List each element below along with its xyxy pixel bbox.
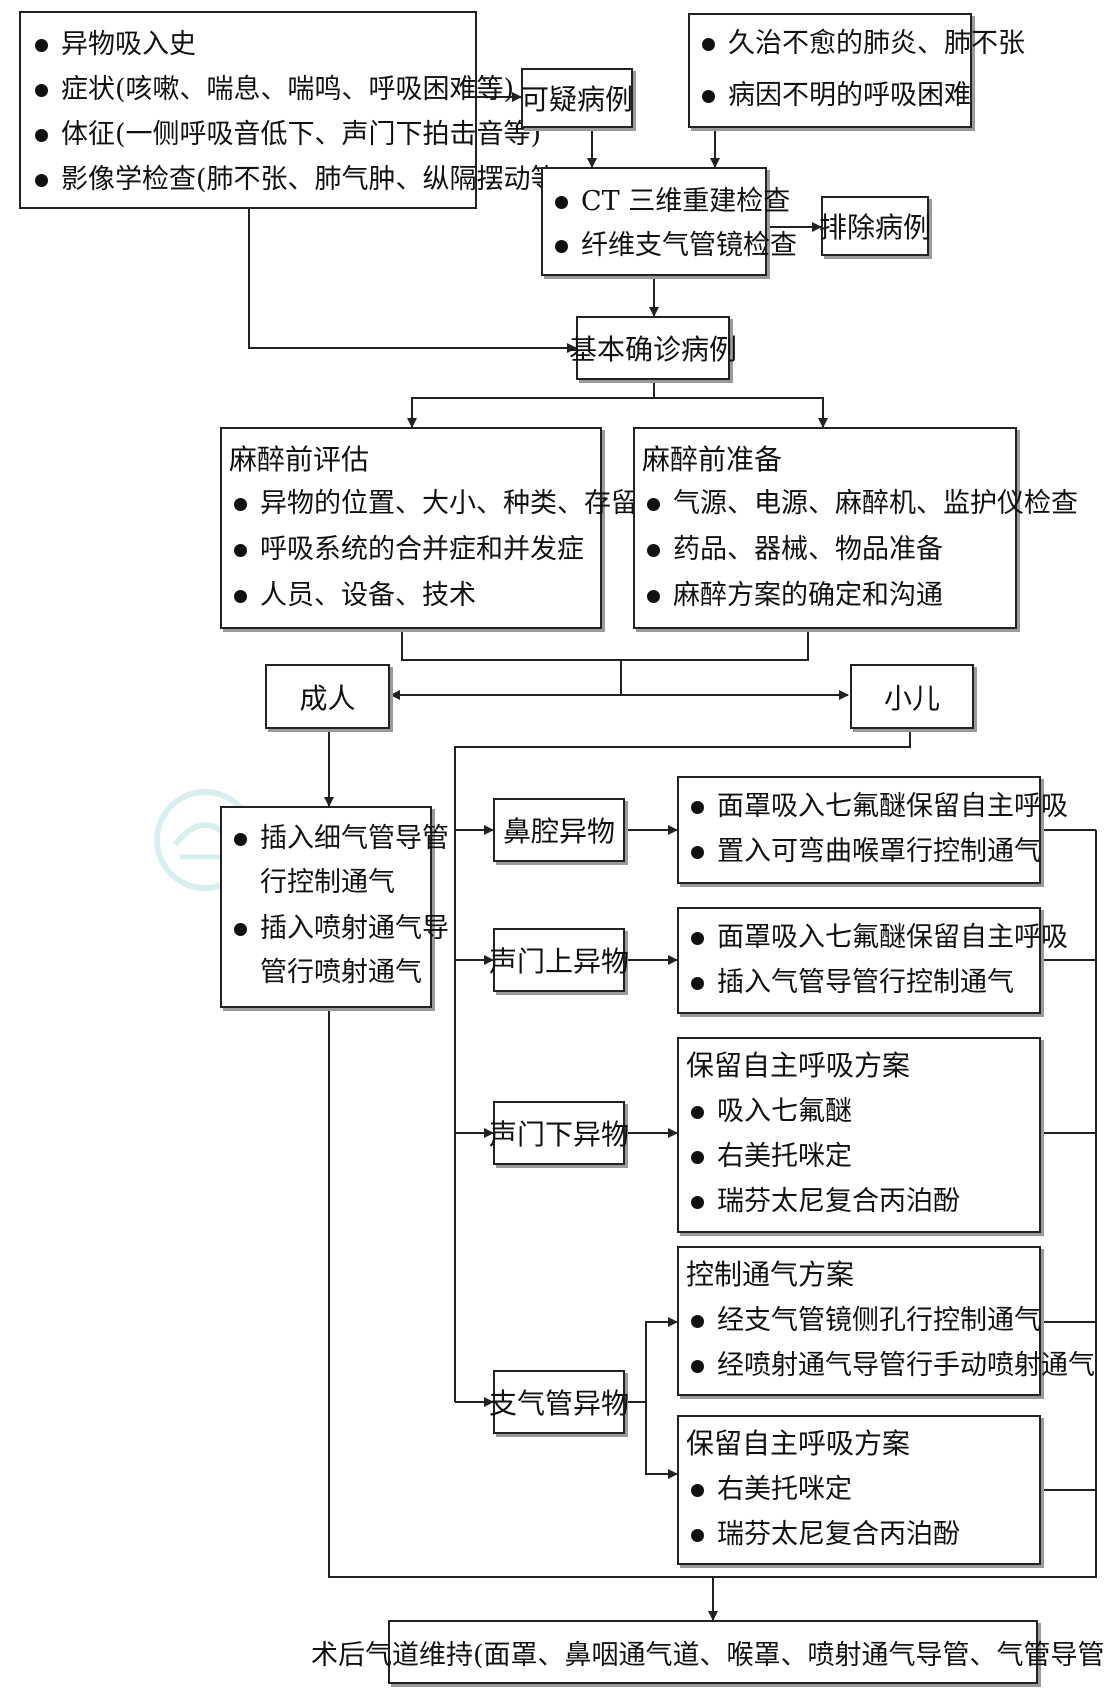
history-item: 影像学检查(肺不张、肺气肿、纵隔摆动等) [31,165,568,195]
supraglottic-plan-item: 插入气管导管行控制通气 [687,968,1014,998]
pre-preparation-title: 麻醉前准备 [642,443,783,476]
pre-assessment-item: 人员、设备、技术 [230,581,476,611]
subglottic-plan-item: 右美托咪定 [687,1142,852,1172]
spontaneous-breathing-item: 右美托咪定 [687,1475,852,1505]
bronchial-box: 支气管异物 [489,1370,629,1434]
pre-assessment-title: 麻醉前评估 [229,443,370,476]
subglottic-plan-item: 吸入七氟醚 [687,1097,852,1127]
pre-preparation-item: 气源、电源、麻醉机、监护仪检查 [643,489,1078,519]
spontaneous-breathing-title: 保留自主呼吸方案 [686,1427,911,1460]
subglottic-plan-title: 保留自主呼吸方案 [686,1049,911,1082]
exam-item: CT 三维重建检查 [551,187,790,217]
nasal-box: 鼻腔异物 [493,798,625,862]
nasal-plan-box: 面罩吸入七氟醚保留自主呼吸 置入可弯曲喉罩行控制通气 [677,776,1068,884]
supraglottic-plan-box: 面罩吸入七氟醚保留自主呼吸 插入气管导管行控制通气 [677,907,1068,1014]
exam-item: 纤维支气管镜检查 [551,231,797,261]
subglottic-box: 声门下异物 [489,1101,629,1165]
adult-plan-box: 插入细气管导管 行控制通气 插入喷射通气导 管行喷射通气 [220,806,449,1008]
nasal-plan-item: 置入可弯曲喉罩行控制通气 [687,837,1041,867]
unexplained-item: 久治不愈的肺炎、肺不张 [698,29,1025,59]
adult-plan-item-cont: 管行喷射通气 [260,957,422,988]
exclude-box: 排除病例 [819,196,931,256]
nasal-plan-item: 面罩吸入七氟醚保留自主呼吸 [687,792,1068,822]
controlled-ventilation-title: 控制通气方案 [686,1258,855,1291]
child-box: 小儿 [850,664,974,729]
controlled-ventilation-item: 经喷射通气导管行手动喷射通气 [687,1351,1095,1381]
pre-preparation-item: 麻醉方案的确定和沟通 [643,581,943,611]
exams-box: CT 三维重建检查 纤维支气管镜检查 [541,167,797,276]
subglottic-plan-box: 保留自主呼吸方案 吸入七氟醚 右美托咪定 瑞芬太尼复合丙泊酚 [677,1037,1041,1233]
spontaneous-breathing-item: 瑞芬太尼复合丙泊酚 [687,1520,960,1550]
postop-box: 术后气道维持(面罩、鼻咽通气道、喉罩、喷射通气导管、气管导管) [311,1620,1105,1684]
adult-box: 成人 [265,664,390,729]
pre-preparation-item: 药品、器械、物品准备 [643,535,943,565]
pre-assessment-item: 异物的位置、大小、种类、存留时间 [230,489,692,519]
supraglottic-plan-item: 面罩吸入七氟醚保留自主呼吸 [687,923,1068,953]
history-item: 体征(一侧呼吸音低下、声门下拍击音等) [31,120,541,150]
controlled-ventilation-box: 控制通气方案 经支气管镜侧孔行控制通气 经喷射通气导管行手动喷射通气 [677,1246,1095,1396]
pre-preparation-box: 麻醉前准备 气源、电源、麻醉机、监护仪检查 药品、器械、物品准备 麻醉方案的确定… [633,427,1078,629]
history-item: 异物吸入史 [31,30,196,60]
controlled-ventilation-item: 经支气管镜侧孔行控制通气 [687,1306,1041,1336]
suspect-box: 可疑病例 [521,68,633,128]
pre-assessment-item: 呼吸系统的合并症和并发症 [230,535,584,565]
spontaneous-breathing-box: 保留自主呼吸方案 右美托咪定 瑞芬太尼复合丙泊酚 [677,1415,1041,1565]
supraglottic-box: 声门上异物 [489,928,629,992]
history-item: 症状(咳嗽、喘息、喘鸣、呼吸困难等) [31,75,514,105]
unexplained-item: 病因不明的呼吸困难 [698,81,971,111]
subglottic-plan-item: 瑞芬太尼复合丙泊酚 [687,1187,960,1217]
adult-plan-item: 插入细气管导管 [230,824,449,854]
unexplained-box: 久治不愈的肺炎、肺不张 病因不明的呼吸困难 [688,13,1025,128]
pre-assessment-box: 麻醉前评估 异物的位置、大小、种类、存留时间 呼吸系统的合并症和并发症 人员、设… [220,427,692,629]
history-box: 异物吸入史 症状(咳嗽、喘息、喘鸣、呼吸困难等) 体征(一侧呼吸音低下、声门下拍… [19,11,568,209]
adult-plan-item-cont: 行控制通气 [260,867,395,898]
confirmed-box: 基本确诊病例 [569,316,737,380]
adult-plan-item: 插入喷射通气导 [230,914,449,944]
